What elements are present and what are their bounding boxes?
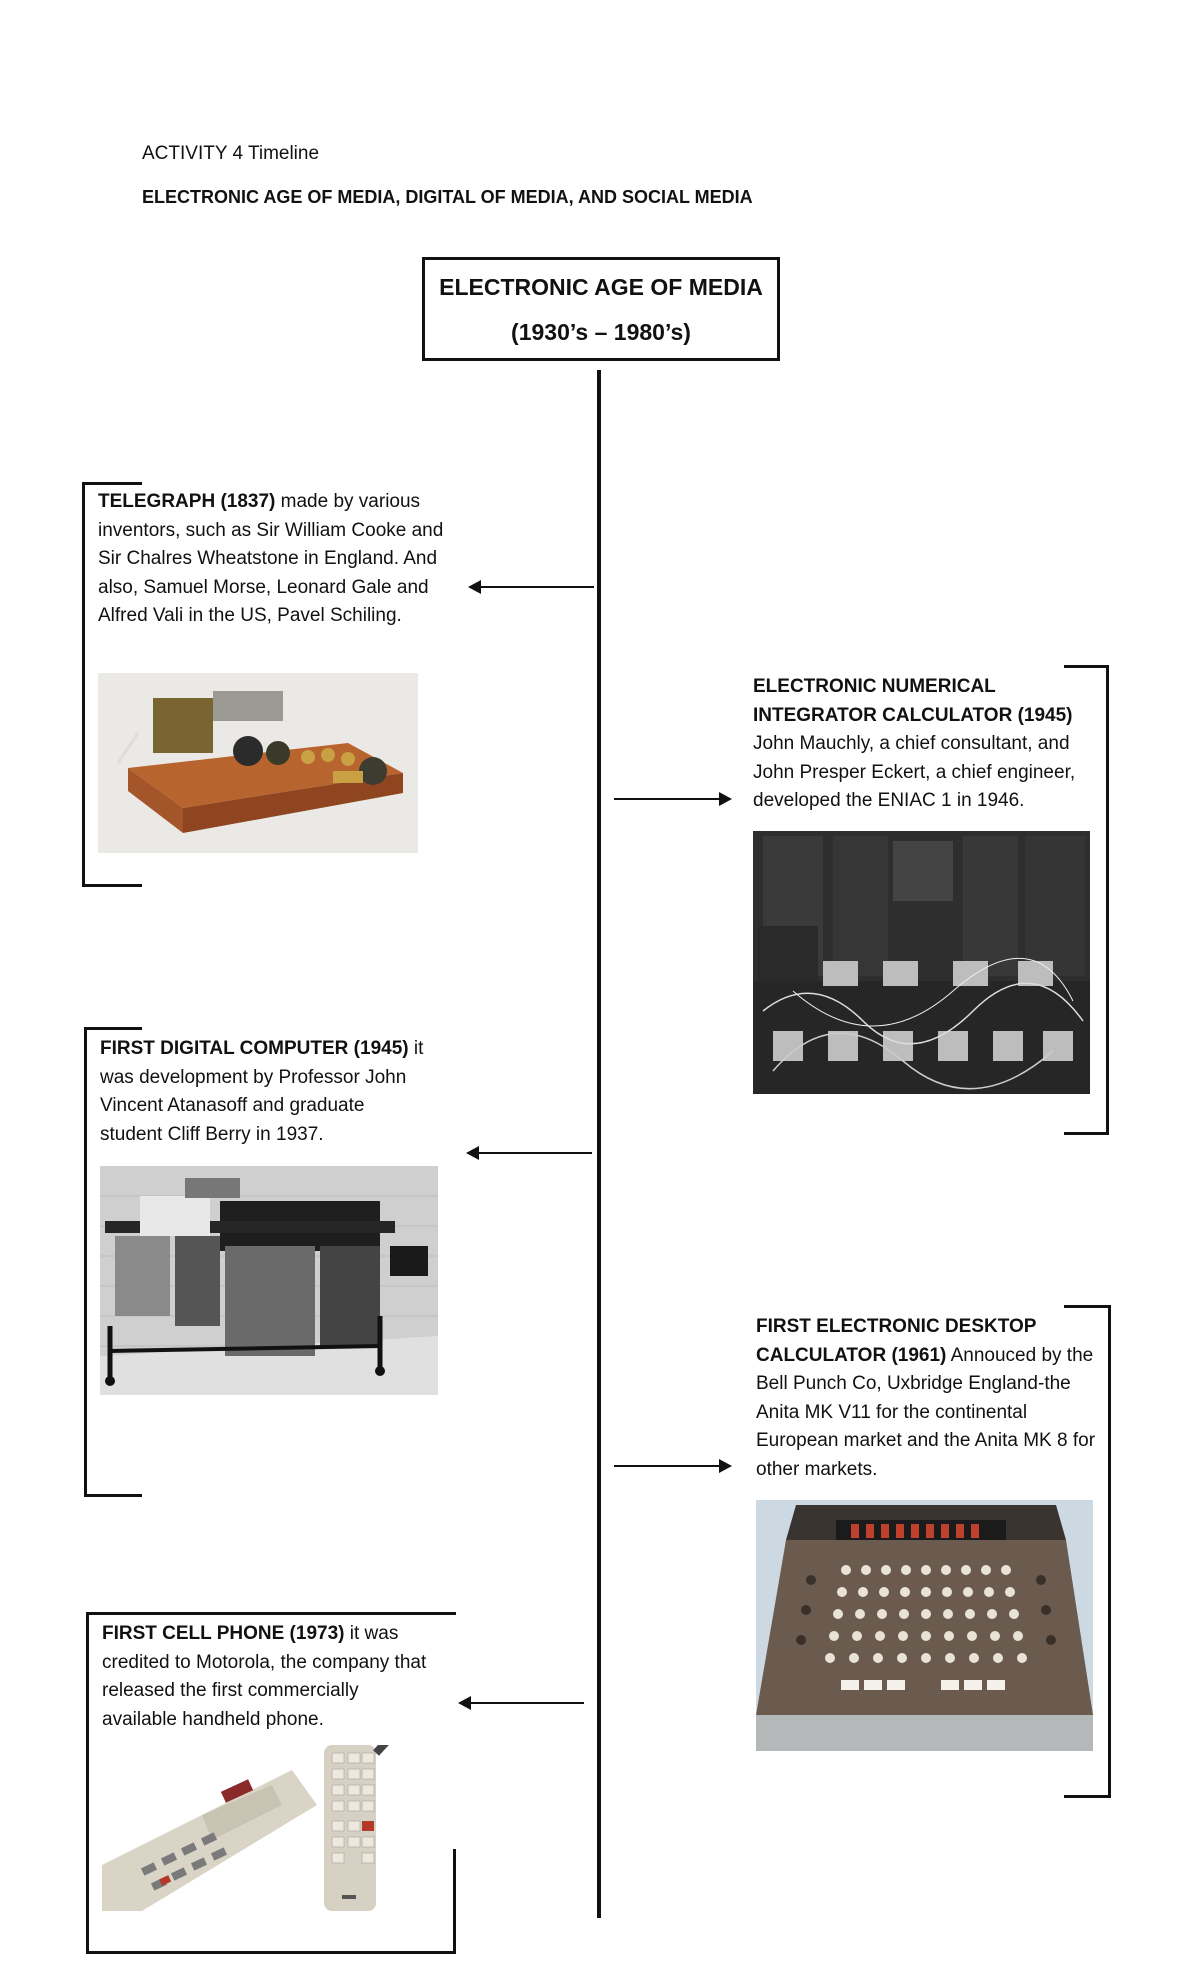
telegraph-bracket [82, 482, 142, 887]
era-title-box: ELECTRONIC AGE OF MEDIA (1930’s – 1980’s… [422, 257, 780, 361]
atanasoff-berry-computer-photo [100, 1166, 438, 1395]
telegraph-text: made by various inventors, such as Sir W… [98, 491, 444, 626]
eniac-entry: ELECTRONIC NUMERICAL INTEGRATOR CALCULAT… [753, 673, 1093, 816]
calculator-entry: FIRST ELECTRONIC DESKTOP CALCULATOR (196… [756, 1313, 1101, 1484]
telegraph-arrow [468, 580, 594, 594]
calculator-text: Annouced by the Bell Punch Co, Uxbridge … [756, 1344, 1096, 1480]
cell-phone-arrow [458, 1696, 584, 1710]
eniac-text: John Mauchly, a chief consultant, and Jo… [753, 733, 1076, 811]
eniac-computer-photo [753, 831, 1090, 1094]
telegraph-title: TELEGRAPH (1837) [98, 491, 276, 512]
timeline-spine [597, 370, 601, 1918]
cell-phone-entry: FIRST CELL PHONE (1973) it was credited … [102, 1620, 432, 1734]
digital-computer-title: FIRST DIGITAL COMPUTER (1945) [100, 1038, 409, 1059]
calculator-arrow [614, 1459, 732, 1473]
anita-calculator-photo [756, 1500, 1093, 1751]
digital-computer-arrow [466, 1146, 592, 1160]
cell-phone-title: FIRST CELL PHONE (1973) [102, 1623, 345, 1644]
era-title: ELECTRONIC AGE OF MEDIA [439, 274, 763, 300]
telegraph-entry: TELEGRAPH (1837) made by various invento… [98, 488, 448, 631]
digital-computer-bracket [84, 1027, 142, 1497]
eniac-bracket [1064, 665, 1109, 1135]
calculator-bracket [1064, 1305, 1111, 1798]
digital-computer-entry: FIRST DIGITAL COMPUTER (1945) it was dev… [100, 1035, 430, 1149]
document-subtitle: ELECTRONIC AGE OF MEDIA, DIGITAL OF MEDI… [142, 187, 753, 207]
motorola-cell-phone-photo [102, 1745, 438, 1911]
digital-computer-text: it was development by Professor John Vin… [100, 1038, 424, 1145]
cell-phone-bracket-left [86, 1612, 96, 1954]
activity-heading: ACTIVITY 4 Timeline [142, 143, 320, 164]
calculator-title: FIRST ELECTRONIC DESKTOP CALCULATOR (196… [756, 1316, 1037, 1366]
eniac-title: ELECTRONIC NUMERICAL INTEGRATOR CALCULAT… [753, 676, 1073, 726]
era-range: (1930’s – 1980’s) [511, 319, 691, 345]
cell-phone-text: it was credited to Motorola, the company… [102, 1623, 427, 1730]
eniac-arrow [614, 792, 732, 806]
telegraph-machine-photo [98, 673, 418, 853]
